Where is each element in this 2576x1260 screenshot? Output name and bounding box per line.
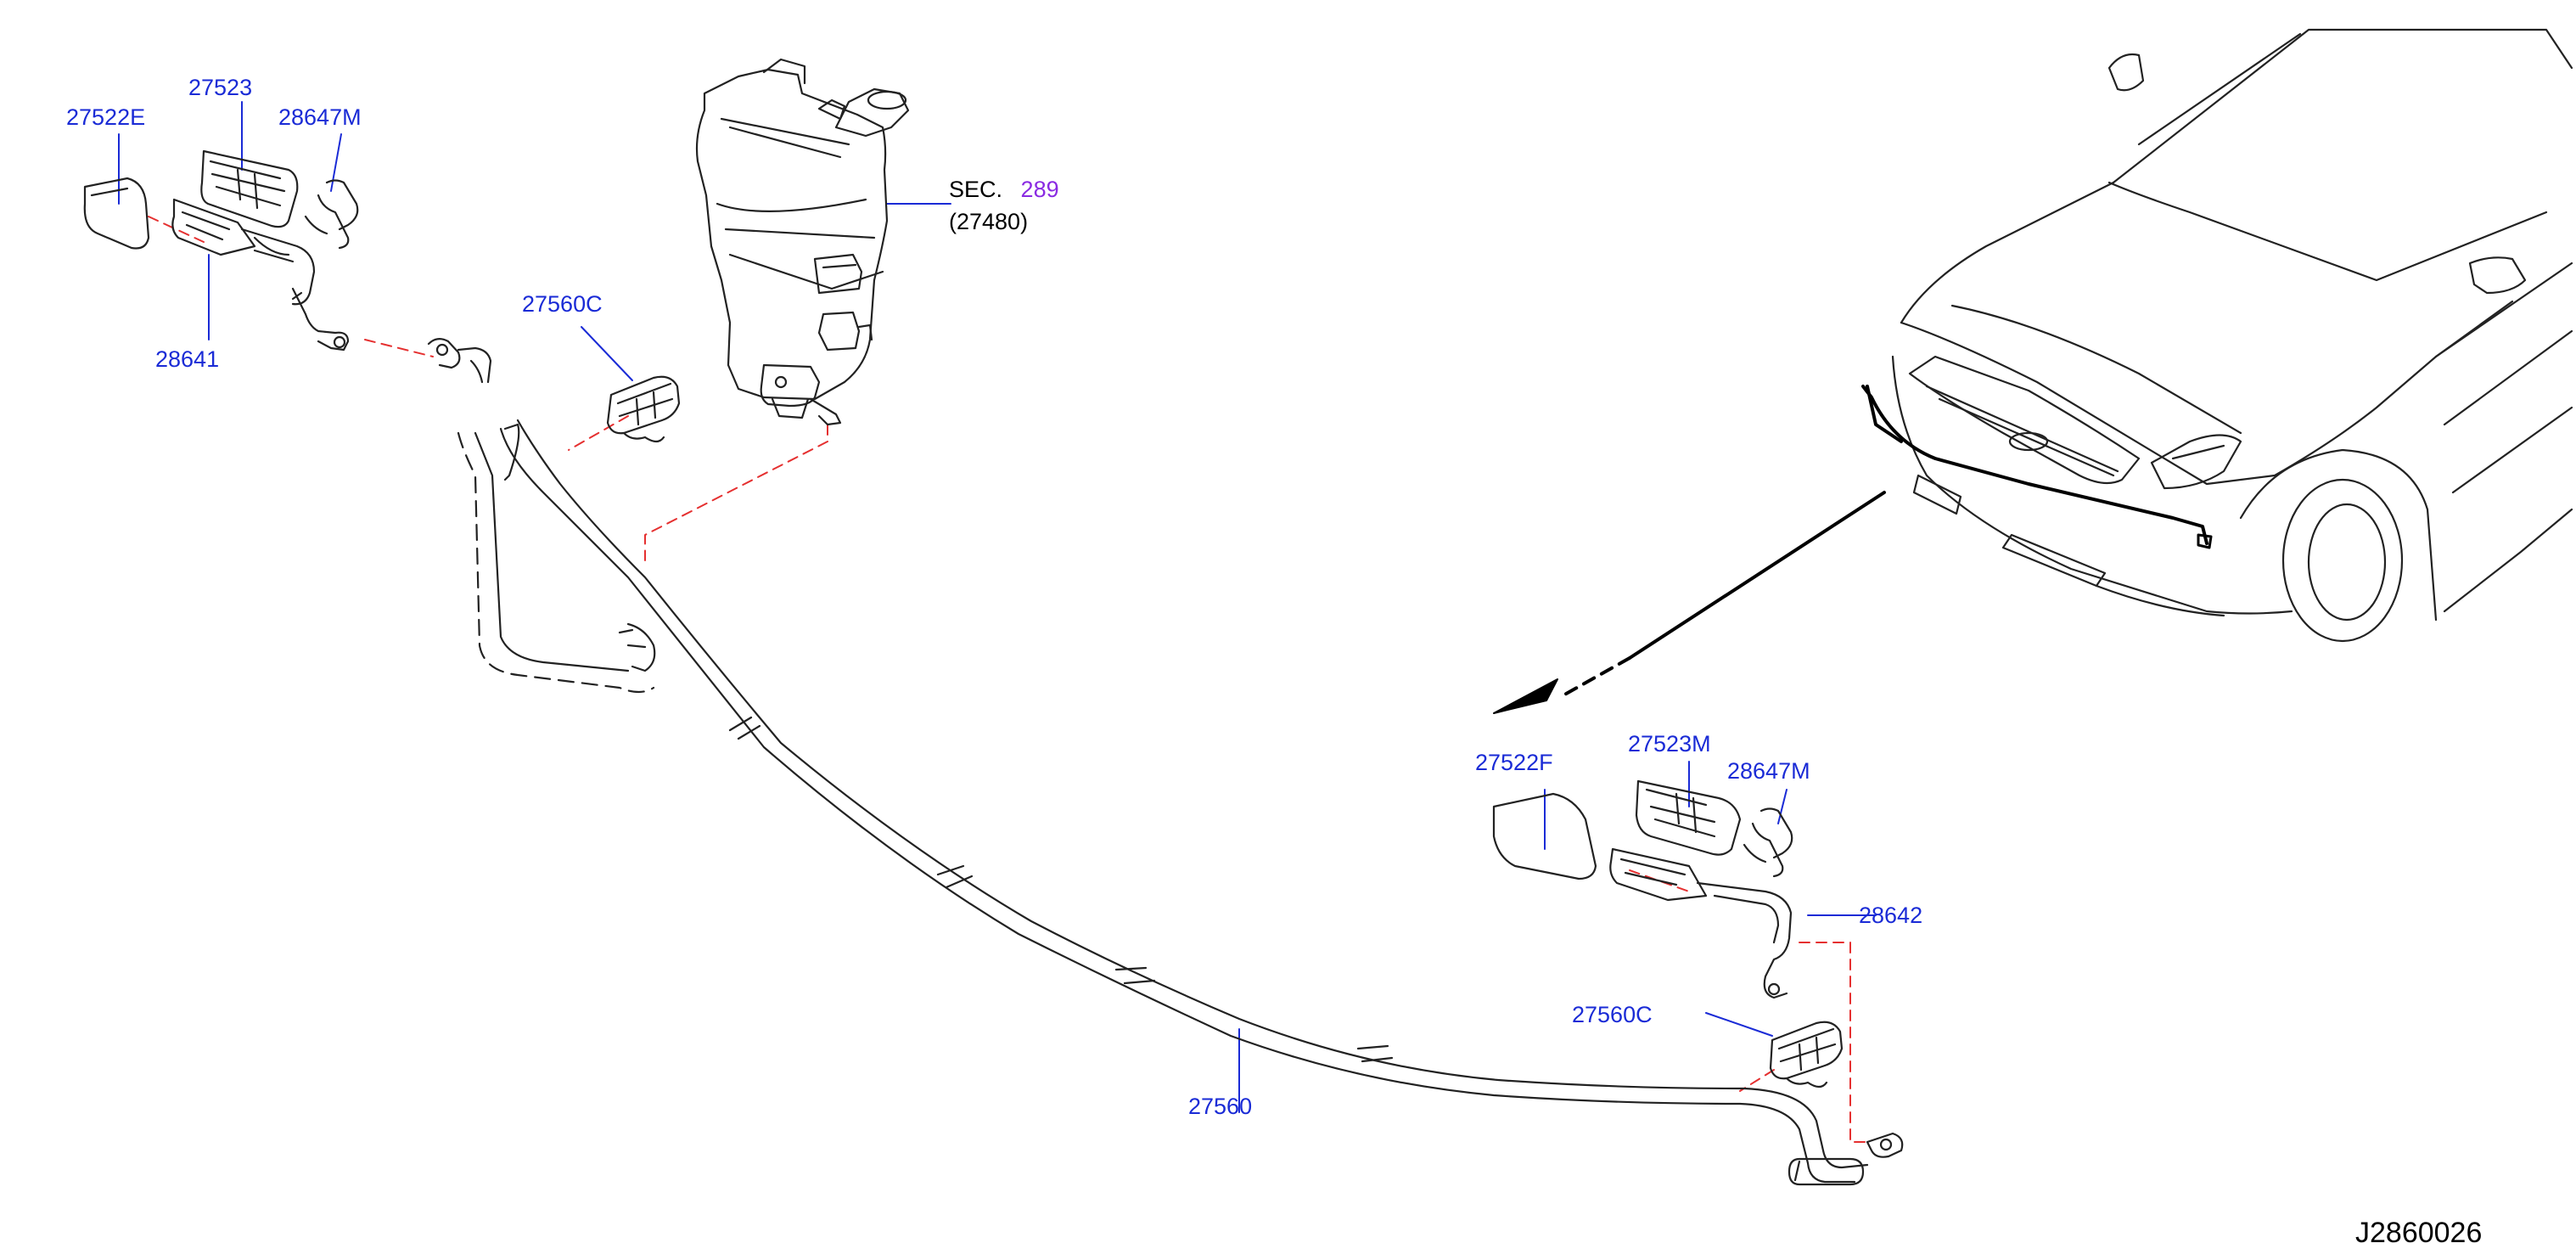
label-27560[interactable]: 27560 xyxy=(1188,1094,1253,1119)
label-28647M-left[interactable]: 28647M xyxy=(278,104,362,130)
label-27523[interactable]: 27523 xyxy=(188,75,253,100)
leader-lines xyxy=(118,101,1877,1113)
label-28647M-right[interactable]: 28647M xyxy=(1727,758,1810,784)
right-nozzle-assembly xyxy=(1492,779,1793,999)
section-number-link[interactable]: 289 xyxy=(1020,177,1059,202)
hose-connector-left xyxy=(427,338,492,384)
hose-clip-top xyxy=(606,375,681,443)
main-hose xyxy=(457,419,1904,1186)
label-28642[interactable]: 28642 xyxy=(1859,903,1923,928)
label-27522F[interactable]: 27522F xyxy=(1475,750,1553,775)
hose-clip-bottom xyxy=(1769,1021,1844,1088)
label-27560C-top[interactable]: 27560C xyxy=(522,291,603,317)
label-27560C-bottom[interactable]: 27560C xyxy=(1572,1002,1653,1027)
section-part-number: (27480) xyxy=(949,209,1029,234)
section-reference: SEC. 289 xyxy=(949,178,1059,201)
vehicle-outline xyxy=(1861,28,2573,643)
section-prefix: SEC. xyxy=(949,177,1003,202)
washer-tank xyxy=(695,58,910,426)
label-27523M[interactable]: 27523M xyxy=(1628,731,1711,757)
reference-arrow xyxy=(1493,491,1886,714)
connection-lines xyxy=(148,216,1868,1143)
label-27522E[interactable]: 27522E xyxy=(66,104,146,130)
diagram-code: J2860026 xyxy=(2355,1217,2483,1249)
label-28641[interactable]: 28641 xyxy=(155,346,220,372)
left-nozzle-assembly xyxy=(83,149,359,352)
